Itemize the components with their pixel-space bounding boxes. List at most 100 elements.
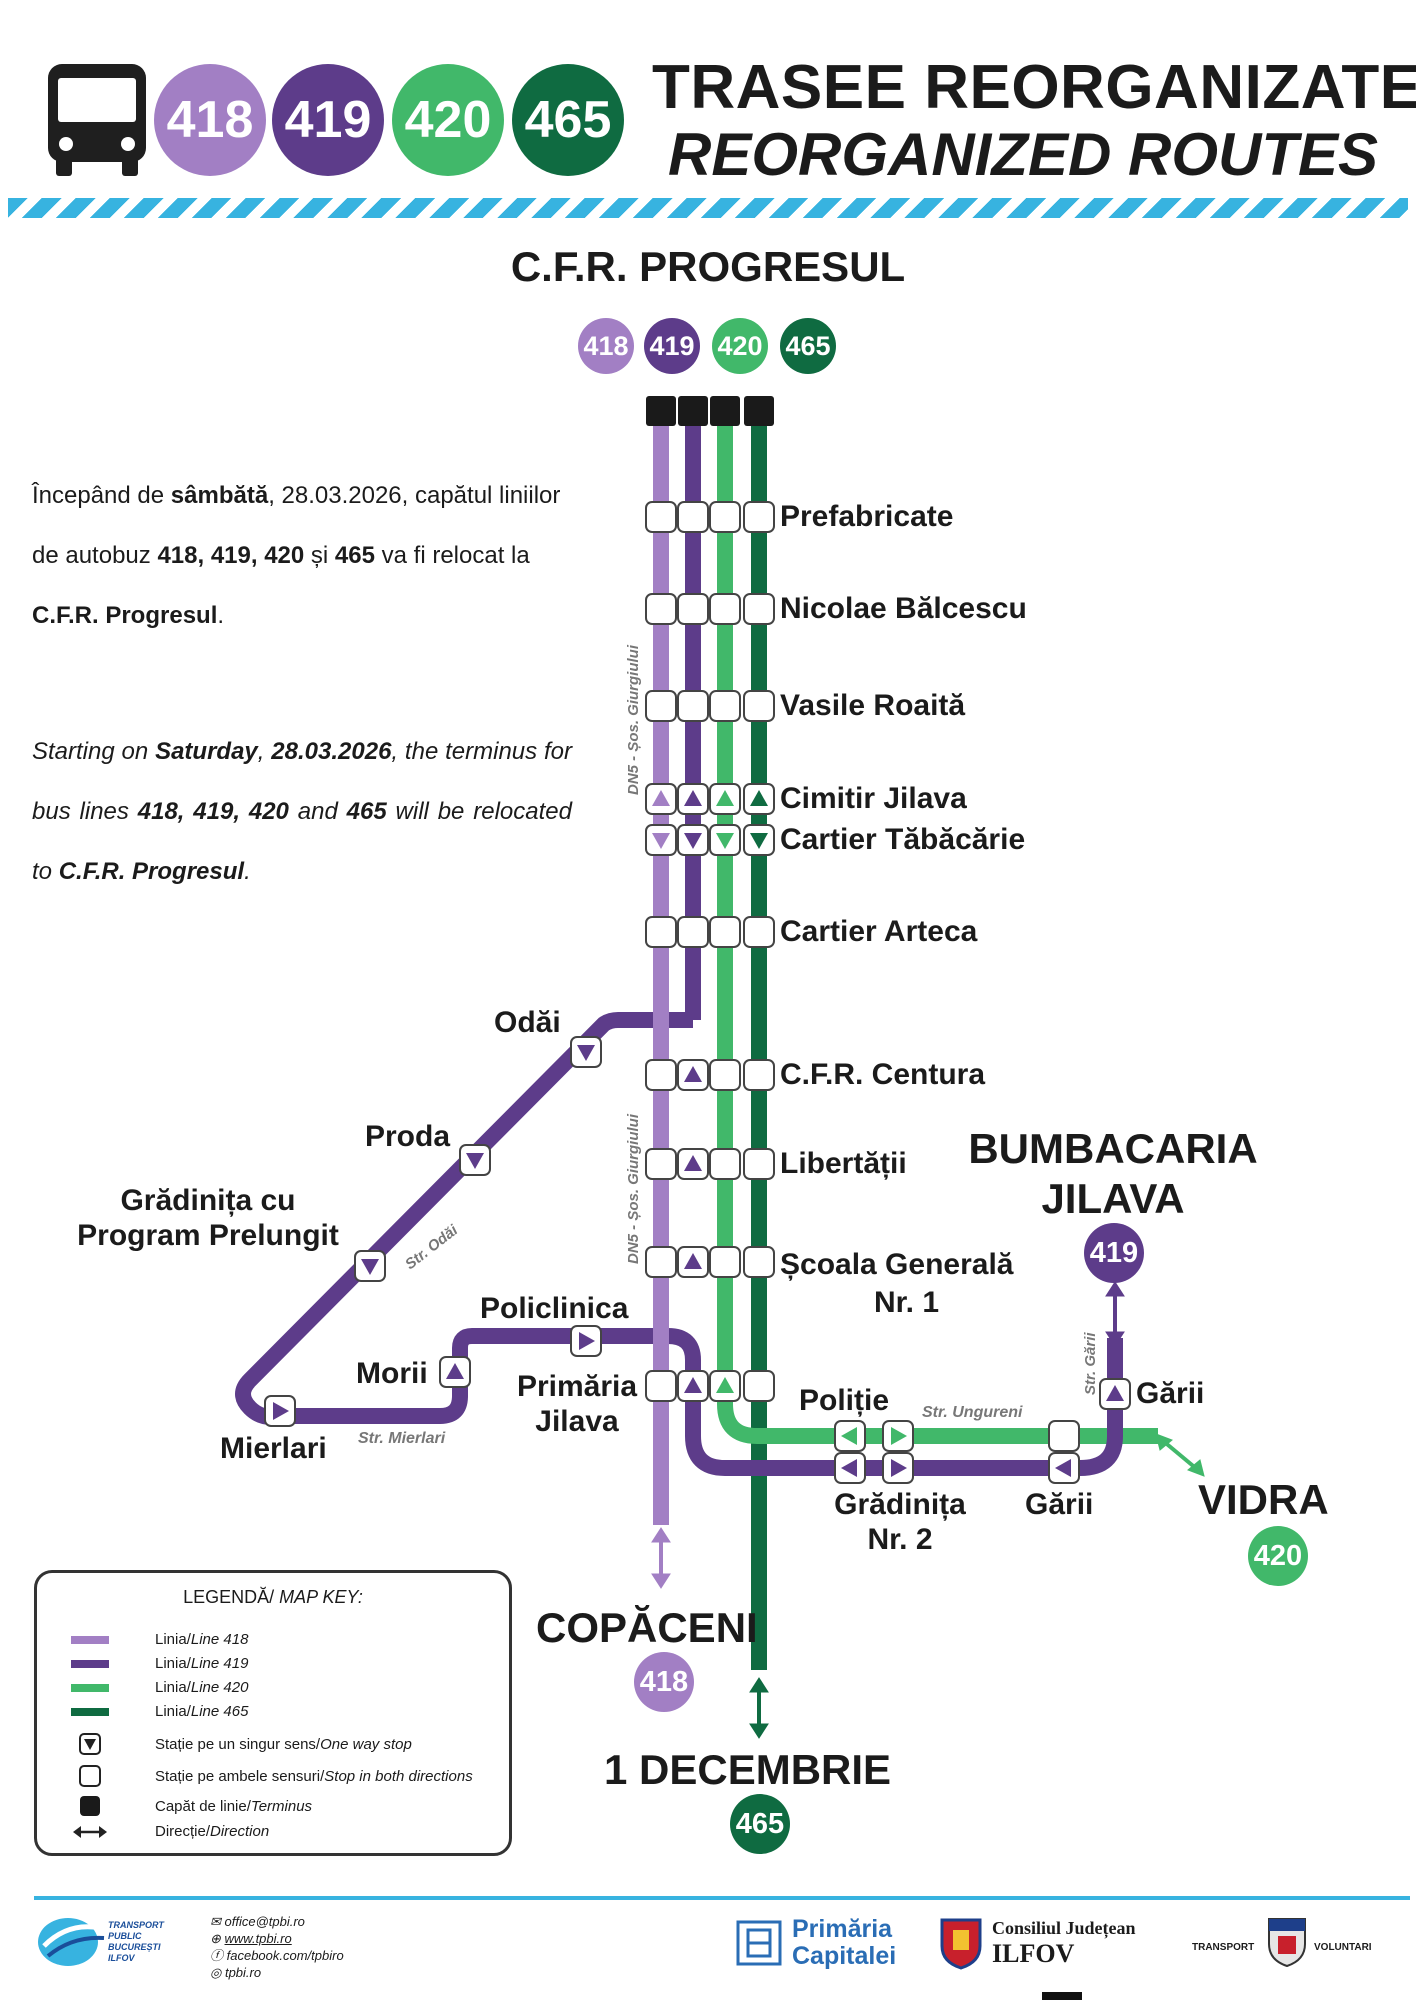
terminus-icon	[80, 1796, 100, 1816]
stop-marker-primaria-jilava-4	[743, 1370, 775, 1402]
divider-stripe	[8, 198, 1408, 218]
stop-marker-cartier-tabacarie-3	[709, 824, 741, 856]
stop-vasile-roaita: Vasile Roaită	[780, 689, 966, 722]
contact-instagram[interactable]: ◎ tpbi.ro	[210, 1965, 262, 1980]
terminus-blocks	[646, 396, 774, 426]
stop-marker-primaria-jilava-2	[677, 1370, 709, 1402]
stop-marker-primaria-jilava-3	[709, 1370, 741, 1402]
terminus-badge-419: 419	[644, 318, 700, 374]
stop-marker-scoala-generala-4	[743, 1246, 775, 1278]
street-label-ungureni: Str. Ungureni	[922, 1404, 1023, 1421]
legend-line-418: Linia/ Line 418	[57, 1631, 248, 1648]
stop-marker-scoala-generala-3	[709, 1246, 741, 1278]
line-badge-420: 420	[392, 64, 504, 176]
stop-marker-cartier-tabacarie-1	[645, 824, 677, 856]
stop-scoala-generala: Școala Generală	[780, 1248, 1014, 1281]
direction-arrow-1-decembrie	[749, 1677, 769, 1739]
direction-arrow-icon	[73, 1825, 107, 1838]
stop-marker-vasile-roaita-2	[677, 690, 709, 722]
stop-marker-cimitir-jilava-2	[677, 783, 709, 815]
legend-one-way-stop: Stație pe un singur sens/ One way stop	[57, 1733, 412, 1755]
email-icon: ✉	[210, 1914, 225, 1929]
legend-swatch-465	[71, 1707, 109, 1716]
bus-icon	[48, 64, 146, 176]
stop-marker-libertatii-3	[709, 1148, 741, 1180]
stop-morii: Morii	[356, 1357, 428, 1390]
stop-marker-policlinica	[570, 1325, 602, 1357]
contact-facebook[interactable]: ⓕ facebook.com/tpbiro	[210, 1948, 344, 1963]
stop-marker-prefabricate-3	[709, 501, 741, 533]
stop-nicolae-balcescu: Nicolae Bălcescu	[780, 592, 1027, 625]
stop-marker-nicolae-balcescu-1	[645, 593, 677, 625]
legend-terminus: Capăt de linie/ Terminus	[57, 1795, 312, 1817]
globe-icon: ⊕	[210, 1931, 225, 1946]
stop-marker-cartier-tabacarie-4	[743, 824, 775, 856]
ilfov-coat-of-arms-icon	[940, 1918, 982, 1970]
direction-arrow-copaceni	[651, 1527, 671, 1589]
destination-1-decembrie: 1 DECEMBRIE	[604, 1746, 892, 1793]
contact-website[interactable]: ⊕ www.tpbi.ro	[210, 1931, 292, 1946]
title-en: REORGANIZED ROUTES	[668, 121, 1379, 188]
legend-line-419: Linia/ Line 419	[57, 1655, 248, 1672]
stop-marker-garii-north	[1099, 1378, 1131, 1410]
stop-marker-libertatii-2	[677, 1148, 709, 1180]
stop-marker-garii-420	[1048, 1420, 1080, 1452]
both-directions-stop-icon	[79, 1765, 101, 1787]
legend: LEGENDĂ/ MAP KEY: Linia/ Line 418 Linia/…	[34, 1570, 512, 1856]
legend-direction: Direcție/ Direction	[57, 1823, 269, 1840]
street-label-dn5-south: DN5 - Șos. Giurgiului	[625, 1113, 642, 1264]
stop-marker-cfr-centura-2	[677, 1059, 709, 1091]
stop-scoala-generala-nr: Nr. 1	[874, 1286, 940, 1319]
stop-marker-scoala-generala-1	[645, 1246, 677, 1278]
stop-cfr-centura: C.F.R. Centura	[780, 1058, 986, 1091]
transport-voluntari-logo: TRANSPORT VOLUNTARI	[1192, 1916, 1382, 1970]
street-label-garii: Str. Gării	[1082, 1332, 1099, 1395]
stop-marker-garii-419	[1048, 1452, 1080, 1484]
contact-email[interactable]: ✉ office@tpbi.ro	[210, 1914, 305, 1929]
stop-marker-cfr-centura-1	[645, 1059, 677, 1091]
legend-both-directions-stop: Stație pe ambele sensuri/ Stop in both d…	[57, 1765, 473, 1787]
direction-arrow-bumbacaria	[1105, 1281, 1125, 1347]
terminus-badge-465: 465	[780, 318, 836, 374]
stop-marker-mierlari	[264, 1395, 296, 1427]
direction-arrow-vidra	[1155, 1433, 1205, 1477]
tpbi-logo-icon	[38, 1918, 105, 1966]
line-badge-419: 419	[272, 64, 384, 176]
stop-marker-cartier-arteca-4	[743, 916, 775, 948]
destination-badge-420: 420	[1248, 1526, 1308, 1586]
legend-line-420: Linia/ Line 420	[57, 1679, 248, 1696]
stop-marker-scoala-generala-2	[677, 1246, 709, 1278]
stop-marker-nicolae-balcescu-4	[743, 593, 775, 625]
stop-marker-cimitir-jilava-3	[709, 783, 741, 815]
stop-prefabricate: Prefabricate	[780, 500, 954, 533]
stop-garii-north: Gării	[1136, 1377, 1205, 1410]
stop-marker-nicolae-balcescu-3	[709, 593, 741, 625]
terminus-badge-418: 418	[578, 318, 634, 374]
destination-badge-418: 418	[634, 1652, 694, 1712]
consiliul-judetean-ilfov-logo: Consiliul Județean ILFOV	[938, 1914, 1178, 1970]
stop-garii-south: Gării	[1025, 1488, 1094, 1521]
stop-marker-cartier-arteca-1	[645, 916, 677, 948]
voluntari-crest-icon	[1268, 1918, 1306, 1968]
stop-proda: Proda	[365, 1120, 451, 1153]
stop-marker-libertatii-1	[645, 1148, 677, 1180]
stop-cartier-arteca: Cartier Arteca	[780, 915, 978, 948]
stop-marker-cfr-centura-3	[709, 1059, 741, 1091]
stop-marker-gradinita-program-prelungit	[354, 1250, 386, 1282]
stop-politie: Poliție	[799, 1384, 890, 1417]
stop-marker-nicolae-balcescu-2	[677, 593, 709, 625]
stop-marker-odai	[570, 1036, 602, 1068]
terminus-name: C.F.R. PROGRESUL	[510, 243, 906, 290]
one-way-stop-icon	[79, 1733, 101, 1755]
announcement-ro: Începând de sâmbătă, 28.03.2026, capătul…	[32, 482, 561, 629]
bottom-bar	[1042, 1992, 1082, 2000]
street-label-dn5-north: DN5 - Șos. Giurgiului	[625, 644, 642, 795]
contact-info: ✉ office@tpbi.ro ⊕ www.tpbi.ro ⓕ faceboo…	[210, 1913, 344, 1981]
stop-marker-prefabricate-4	[743, 501, 775, 533]
stop-markers	[264, 501, 1131, 1484]
stop-policlinica: Policlinica	[480, 1292, 629, 1325]
